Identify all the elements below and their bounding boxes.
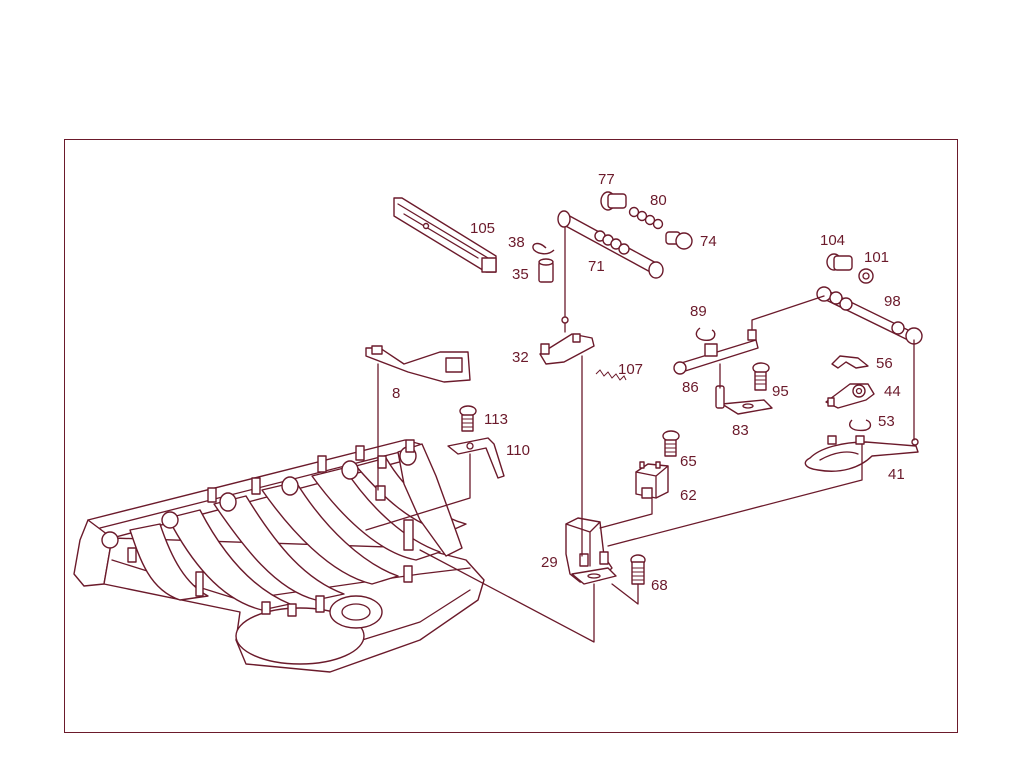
part-44-lever <box>825 383 875 409</box>
part-38-clip <box>532 242 555 255</box>
part-98-rod <box>816 286 923 345</box>
part-104-socket <box>826 253 853 271</box>
part-32-lever <box>539 316 595 365</box>
part-65-bolt <box>662 430 680 457</box>
callout-113: 113 <box>484 411 508 428</box>
leader-lines <box>365 227 915 643</box>
callout-80: 80 <box>650 192 667 209</box>
callout-74: 74 <box>700 233 717 250</box>
part-53-clip <box>849 419 872 432</box>
callout-32: 32 <box>512 349 529 366</box>
part-71-rod <box>557 210 664 279</box>
part-89-clip <box>695 327 716 342</box>
callout-56: 56 <box>876 355 893 372</box>
callout-29: 29 <box>541 554 558 571</box>
callout-86: 86 <box>682 379 699 396</box>
callout-83: 83 <box>732 422 749 439</box>
part-86-lever <box>673 329 759 375</box>
part-80-spring <box>628 206 664 230</box>
callout-68: 68 <box>651 577 668 594</box>
diagram-frame <box>64 139 958 733</box>
callout-44: 44 <box>884 383 901 400</box>
callout-104: 104 <box>820 232 845 249</box>
callout-101: 101 <box>864 249 889 266</box>
part-74-ball-socket <box>665 231 693 250</box>
part-35-bushing <box>538 258 554 283</box>
part-101-nut <box>858 268 874 284</box>
part-68-screw <box>630 554 646 585</box>
callout-98: 98 <box>884 293 901 310</box>
callout-38: 38 <box>508 234 525 251</box>
part-110-bracket <box>447 437 505 479</box>
callout-labels: 77 80 74 105 38 71 35 104 101 98 89 32 1… <box>392 171 905 594</box>
callout-110: 110 <box>506 442 530 459</box>
callout-71: 71 <box>588 258 605 275</box>
callout-53: 53 <box>878 413 895 430</box>
callout-65: 65 <box>680 453 697 470</box>
callout-62: 62 <box>680 487 697 504</box>
callout-107: 107 <box>618 361 643 378</box>
part-56-clip <box>831 355 869 369</box>
callout-89: 89 <box>690 303 707 320</box>
callout-41: 41 <box>888 466 905 483</box>
part-105-bracket <box>393 197 497 273</box>
part-62-mount <box>635 461 669 499</box>
part-95-bolt <box>752 362 770 391</box>
part-29-bracket <box>565 517 617 585</box>
callout-8: 8 <box>392 385 400 402</box>
callout-77: 77 <box>598 171 615 188</box>
callout-105: 105 <box>470 220 495 237</box>
part-107-spring <box>595 369 627 381</box>
part-77-ball-socket <box>600 191 627 211</box>
part-113-bolt <box>459 405 477 432</box>
callout-35: 35 <box>512 266 529 283</box>
intake-manifold <box>73 439 485 673</box>
part-8-bracket <box>365 345 471 383</box>
callout-95: 95 <box>772 383 789 400</box>
